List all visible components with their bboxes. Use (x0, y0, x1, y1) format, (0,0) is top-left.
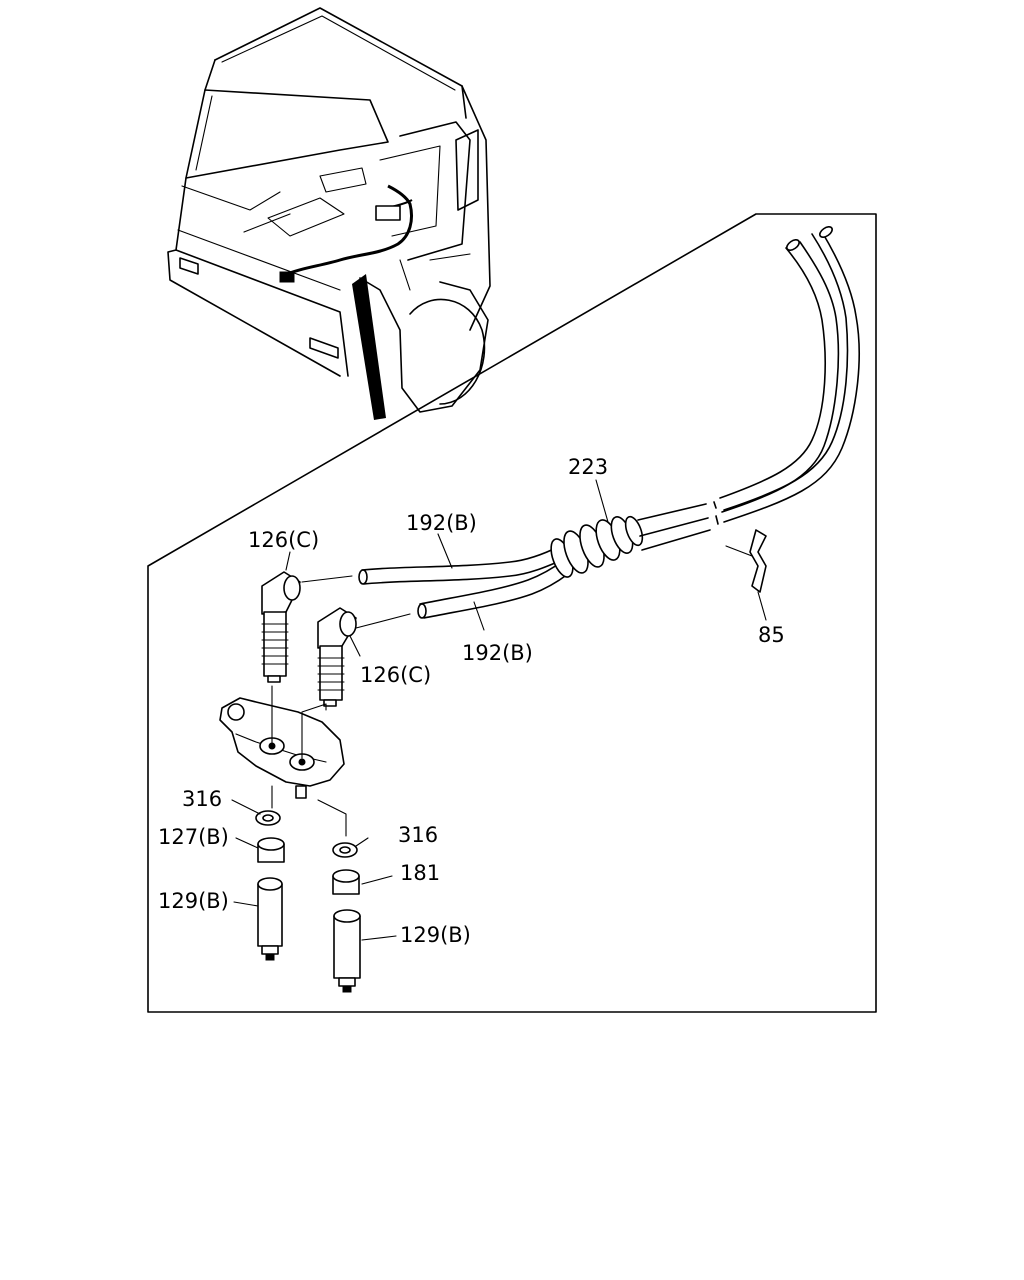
callout-192b-upper: 192(B) (406, 511, 477, 535)
callout-192b-lower: 192(B) (462, 641, 533, 665)
callout-129b-left: 129(B) (158, 889, 229, 913)
callout-223: 223 (568, 455, 608, 479)
hose-192b-lower (417, 559, 569, 619)
detail-frame (147, 213, 877, 1013)
assembly-lines (271, 685, 347, 837)
washer-316-left (255, 810, 281, 826)
spacer-129b-left (257, 877, 283, 961)
hose-bundle (637, 226, 860, 551)
elbow-fitting-126c-right (317, 607, 357, 707)
callout-127b: 127(B) (158, 825, 229, 849)
mounting-plate (219, 697, 345, 799)
grommet-223 (550, 515, 644, 578)
callout-126c-lower: 126(C) (360, 663, 431, 687)
callout-129b-right: 129(B) (400, 923, 471, 947)
callout-316-right: 316 (398, 823, 438, 847)
nut-127b (257, 837, 285, 863)
truck-cab-illustration (167, 7, 491, 420)
nut-181 (332, 869, 360, 895)
elbow-fitting-126c-left (261, 571, 301, 683)
clip-85 (725, 529, 767, 621)
spacer-129b-right (333, 909, 361, 993)
washer-316-right (332, 842, 358, 858)
callout-181: 181 (400, 861, 440, 885)
leader-lines (231, 479, 609, 941)
callout-126c-upper: 126(C) (248, 528, 319, 552)
hose-192b-upper (358, 545, 563, 585)
callout-316-left: 316 (182, 787, 222, 811)
callout-85: 85 (758, 623, 785, 647)
